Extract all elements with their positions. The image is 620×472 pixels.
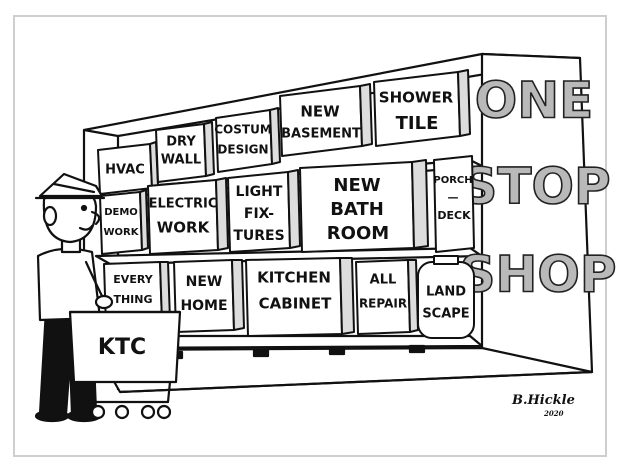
box-all-repair-line2: REPAIR xyxy=(359,297,407,311)
box-costum-design-line2: DESIGN xyxy=(217,143,268,157)
box-light-fixtures-line1: LIGHT xyxy=(236,184,283,200)
box-new-basement-line1: NEW xyxy=(300,103,340,121)
box-new-bath-room: NEW BATH ROOM xyxy=(299,159,429,253)
box-shower-tile: SHOWER TILE xyxy=(373,69,471,147)
box-kitchen-cabinet-line2: CABINET xyxy=(259,295,332,313)
sign-line-one: ONE xyxy=(475,72,594,130)
box-all-repair-line1: ALL xyxy=(370,273,397,288)
box-new-home: NEW HOME xyxy=(173,259,245,333)
sign-line-shop: SHOP xyxy=(459,246,616,304)
box-new-bath-room-line3: ROOM xyxy=(327,223,389,244)
box-electric-work-line1: ELECTRIC xyxy=(149,197,218,212)
signature-year: 2020 xyxy=(543,409,564,418)
box-dry-wall-line2: WALL xyxy=(161,153,201,168)
box-porch-deck-line2: — xyxy=(448,191,459,204)
box-new-bath-room-line1: NEW xyxy=(333,175,380,196)
box-land-scape-line2: SCAPE xyxy=(422,307,469,322)
one-stop-shop-sign: ONE STOP SHOP xyxy=(459,71,618,305)
box-dry-wall: DRY WALL xyxy=(155,121,215,183)
shopping-cart: KTC xyxy=(68,310,182,420)
box-electric-work-line2: WORK xyxy=(157,219,211,237)
box-new-home-line2: HOME xyxy=(180,298,227,314)
box-kitchen-cabinet-line1: KITCHEN xyxy=(257,269,331,287)
box-light-fixtures: LIGHT FIX- TURES xyxy=(227,169,301,253)
box-demo-work: DEMO WORK xyxy=(99,189,149,255)
artist-signature: B.Hickle 2020 xyxy=(511,393,575,418)
box-porch-deck-line3: DECK xyxy=(437,209,471,222)
box-demo-work-line1: DEMO xyxy=(104,207,138,218)
box-dry-wall-line1: DRY xyxy=(166,135,196,150)
box-new-home-line1: NEW xyxy=(186,274,223,290)
box-land-scape: LAND SCAPE xyxy=(417,255,475,339)
box-new-basement: NEW BASEMENT xyxy=(279,83,373,157)
box-new-bath-room-line2: BATH xyxy=(330,199,384,220)
box-light-fixtures-line2: FIX- xyxy=(244,206,274,222)
box-land-scape-line1: LAND xyxy=(426,285,466,300)
box-shower-tile-line1: SHOWER xyxy=(379,89,454,107)
box-every-thing-line1: EVERY xyxy=(113,273,153,286)
box-kitchen-cabinet: KITCHEN CABINET xyxy=(245,257,355,337)
box-costum-design: COSTUM DESIGN xyxy=(214,107,281,173)
signature-name: B.Hickle xyxy=(511,393,575,408)
box-all-repair: ALL REPAIR xyxy=(355,259,419,335)
box-light-fixtures-line3: TURES xyxy=(233,228,284,244)
box-costum-design-line1: COSTUM xyxy=(214,123,272,137)
sign-line-stop: STOP xyxy=(461,158,610,216)
box-hvac: HVAC xyxy=(97,141,159,195)
box-shower-tile-line2: TILE xyxy=(396,113,439,134)
box-new-basement-line2: BASEMENT xyxy=(281,127,361,142)
box-electric-work: ELECTRIC WORK xyxy=(147,177,229,255)
box-porch-deck-line1: PORCH xyxy=(433,175,472,186)
cart-label: KTC xyxy=(98,335,146,360)
box-hvac-label: HVAC xyxy=(105,163,145,178)
box-demo-work-line2: WORK xyxy=(104,227,140,238)
box-porch-deck: PORCH — DECK xyxy=(433,155,475,253)
box-every-thing-line2: THING xyxy=(113,293,152,306)
